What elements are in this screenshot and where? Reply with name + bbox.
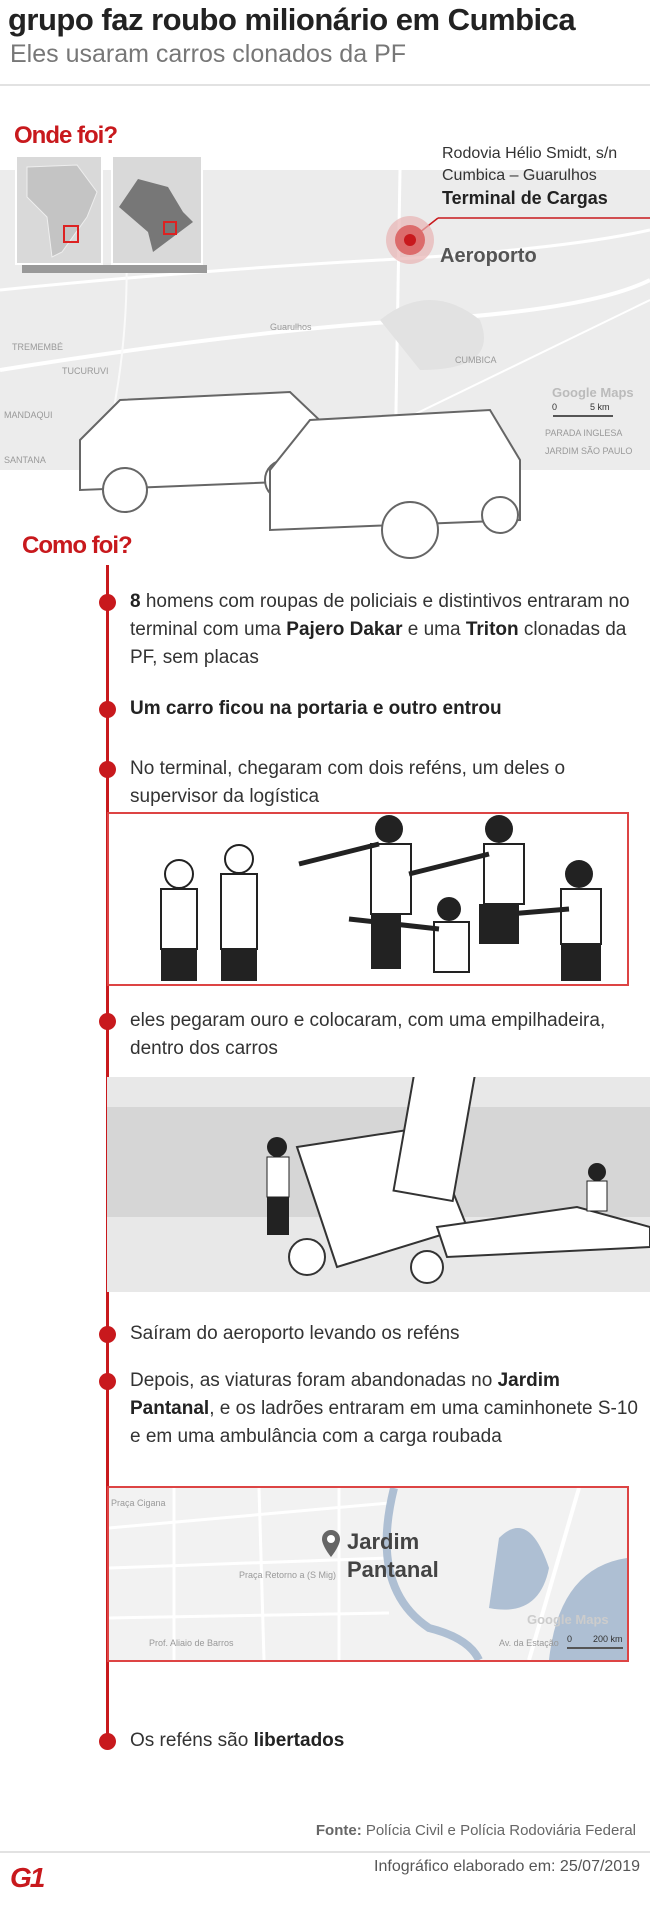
timeline-dot — [99, 594, 116, 611]
section-where-heading: Onde foi? — [14, 122, 118, 149]
google-maps-attribution: Google Maps — [552, 385, 634, 400]
jardim-pantanal-map: Praça Cigana Praça Retorno a (S Mig) Pro… — [107, 1486, 629, 1662]
source-note: Fonte: Polícia Civil e Polícia Rodoviári… — [315, 1822, 636, 1839]
address: Rodovia Hélio Smidt, s/n Cumbica – Guaru… — [442, 143, 617, 209]
map-label: Guarulhos — [270, 322, 312, 332]
marker-label: Aeroporto — [440, 245, 537, 267]
timeline-dot — [99, 701, 116, 718]
map-streets — [109, 1488, 627, 1660]
hostages-illustration-frame — [107, 812, 629, 986]
map-label: MANDAQUI — [4, 410, 53, 420]
timeline-item-7: Os reféns são libertados — [130, 1730, 345, 1751]
hostages-illustration — [160, 815, 602, 981]
scale-zero: 0 — [567, 1634, 573, 1644]
divider — [0, 1851, 650, 1853]
map-label: Prof. Aliaio de Barros — [149, 1638, 234, 1648]
google-maps-attribution: Google Maps — [527, 1612, 609, 1627]
state-inset — [111, 155, 203, 265]
map-label: PARADA INGLESA — [545, 428, 623, 438]
location-marker-icon — [386, 216, 650, 264]
timeline-dot — [99, 1013, 116, 1030]
timeline-item-1: 8 homens com roupas de policiais e disti… — [130, 591, 630, 668]
timeline-dot — [99, 1326, 116, 1343]
timeline-item-5: Saíram do aeroporto levando os reféns — [130, 1323, 460, 1344]
divider — [0, 84, 650, 86]
map-label: SANTANA — [4, 455, 46, 465]
map-label: TREMEMBÉ — [12, 342, 64, 352]
timeline-item-4: eles pegaram ouro e colocaram, com uma e… — [130, 1010, 606, 1059]
section-how-heading: Como foi? — [22, 532, 133, 559]
map-label: Av. da Estação — [499, 1638, 559, 1648]
address-line1: Rodovia Hélio Smidt, s/n — [442, 145, 618, 162]
timeline-item-3: No terminal, chegaram com dois reféns, u… — [130, 758, 566, 807]
police-cars-illustration — [79, 390, 521, 559]
map-label: Praça Cigana — [111, 1498, 166, 1508]
map-label: CUMBICA — [455, 355, 497, 365]
region-highlight — [163, 221, 177, 235]
scale-bar — [553, 415, 613, 417]
address-line2: Cumbica – Guarulhos — [442, 167, 597, 184]
timeline-item-2: Um carro ficou na portaria e outro entro… — [130, 698, 502, 719]
south-america-inset — [15, 155, 103, 265]
page-subtitle: Eles usaram carros clonados da PF — [10, 40, 407, 68]
map-label: JARDIM SÃO PAULO — [545, 446, 633, 456]
inset-shadow — [22, 265, 207, 273]
timeline-dot — [99, 1373, 116, 1390]
forklift-illustration — [107, 1031, 650, 1292]
scale-value: 200 km — [593, 1634, 623, 1644]
location-pin-icon — [322, 1530, 340, 1557]
scale-value: 5 km — [590, 402, 610, 412]
address-place: Terminal de Cargas — [442, 188, 608, 208]
timeline-item-6: Depois, as viaturas foram abandonadas no… — [130, 1370, 638, 1447]
infographic-date: Infográfico elaborado em: 25/07/2019 — [374, 1858, 640, 1875]
g1-logo: G1 — [10, 1862, 45, 1893]
scale-bar — [567, 1647, 623, 1649]
page-title: grupo faz roubo milionário em Cumbica — [8, 2, 576, 37]
map-label: Praça Retorno a (S Mig) — [239, 1570, 337, 1580]
timeline-dot — [99, 761, 116, 778]
timeline-dot — [99, 1733, 116, 1750]
region-highlight — [63, 225, 79, 243]
map-label: TUCURUVI — [62, 366, 109, 376]
scale-zero: 0 — [552, 402, 558, 412]
